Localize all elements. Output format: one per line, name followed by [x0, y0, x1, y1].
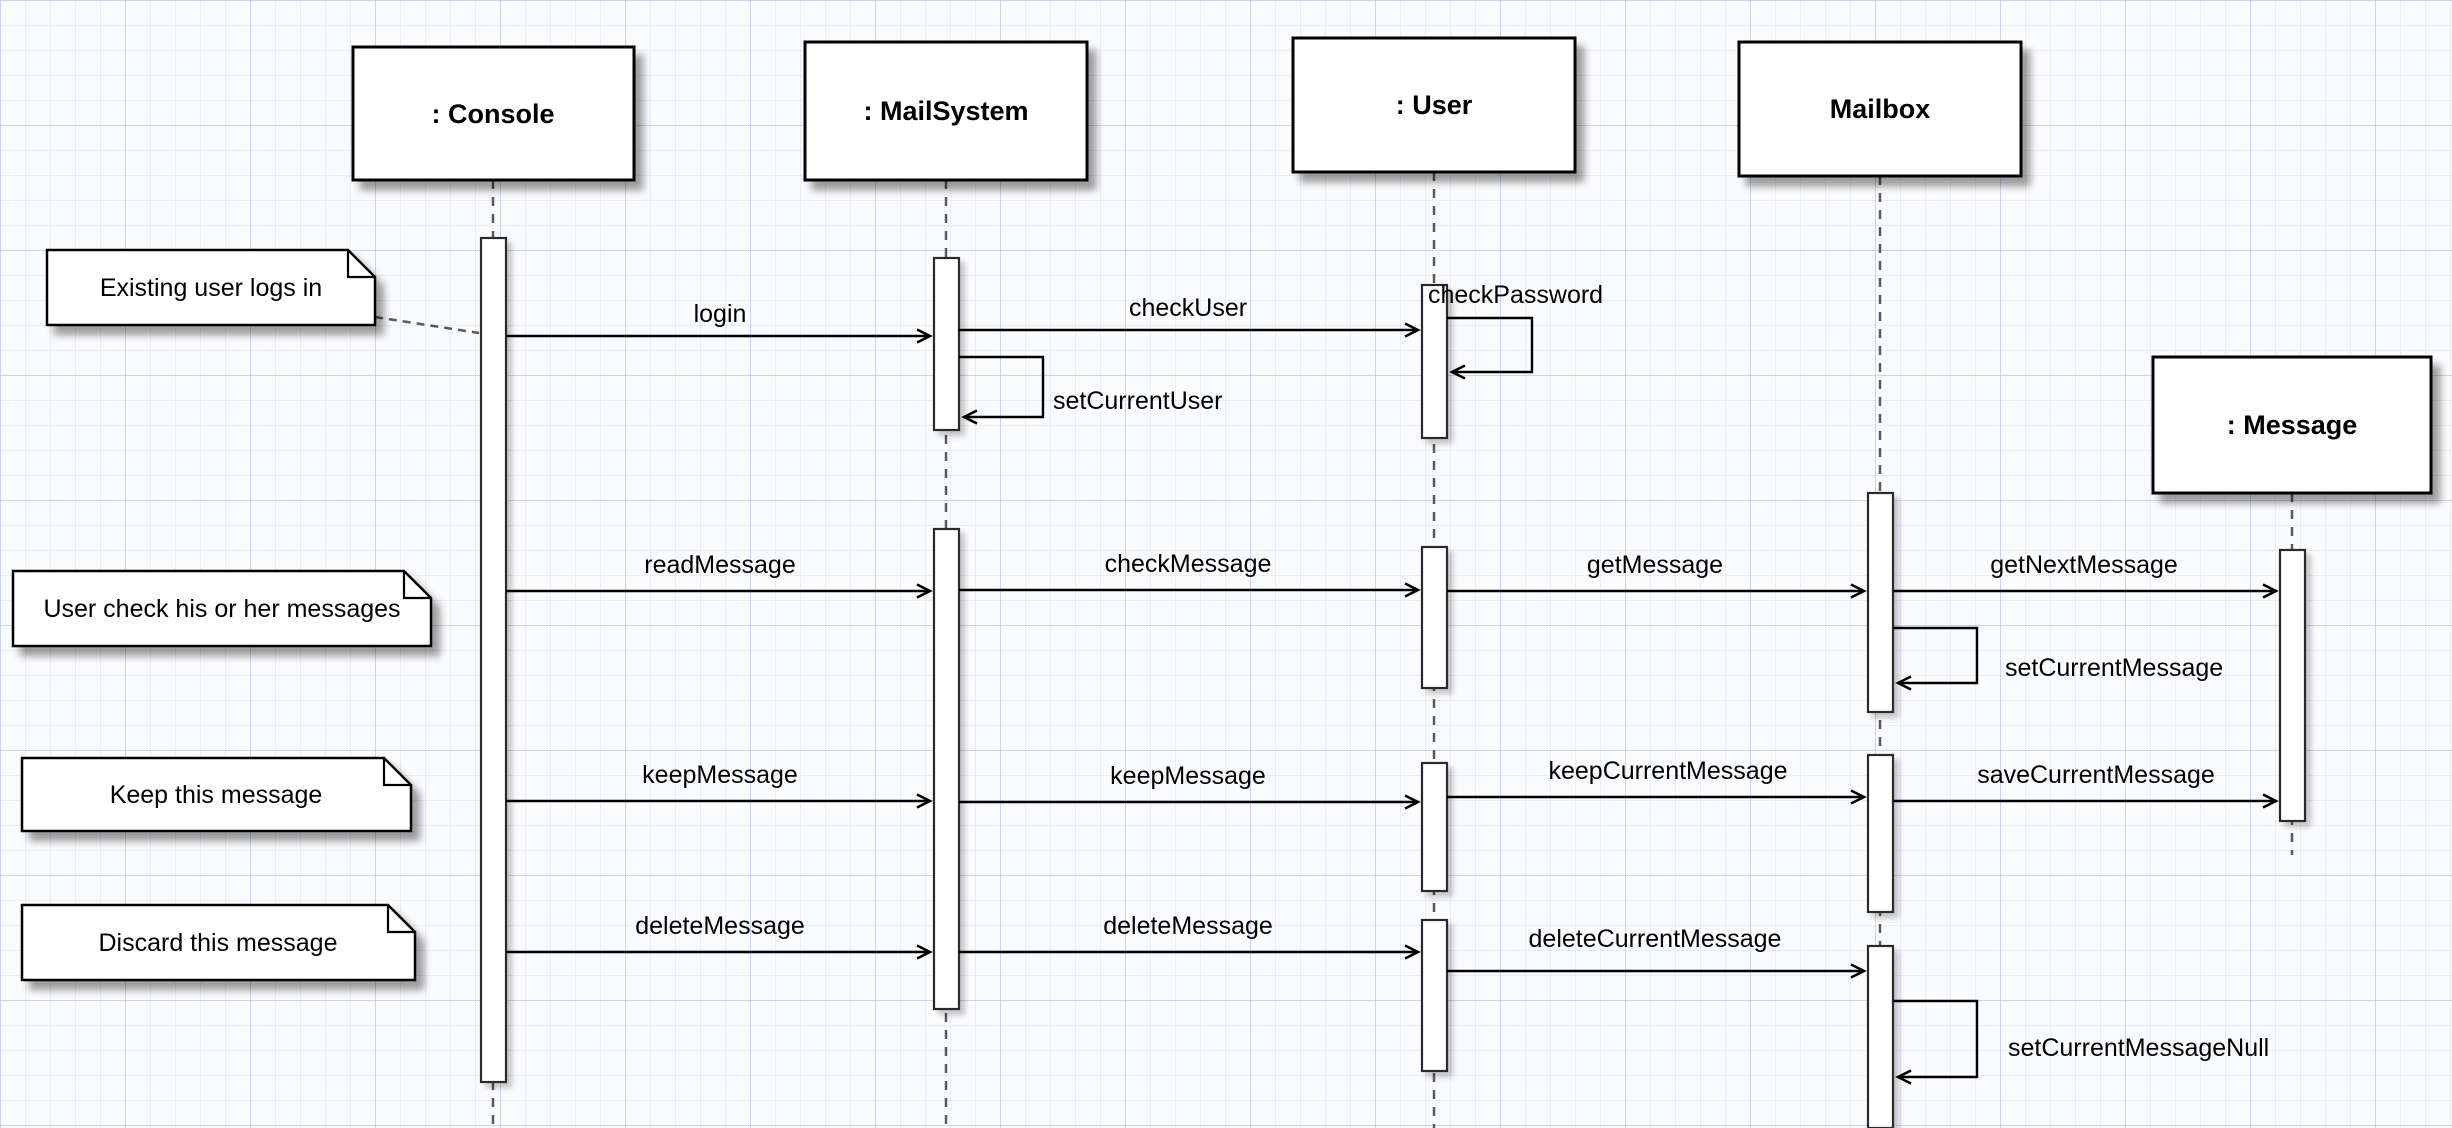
user-box-rect[interactable]: [1291, 36, 1577, 174]
message-keep-message-2-label: keepMessage: [1110, 762, 1266, 790]
note-login-text: Existing user logs in: [100, 274, 322, 302]
note-keep-fold: [382, 758, 411, 787]
message-set-current-user-label: setCurrentUser: [1053, 387, 1223, 415]
mailbox-activation-1[interactable]: [1866, 491, 1895, 714]
message-check-user-label: checkUser: [1129, 294, 1247, 322]
note-read-fold: [402, 571, 431, 600]
mailbox-box-label: Mailbox: [1830, 94, 1931, 124]
message-box-label: : Message: [2227, 410, 2358, 440]
message-check-password-loop: [1447, 316, 1534, 380]
note-login-shape[interactable]: [45, 248, 377, 327]
note-keep-shape[interactable]: [20, 756, 413, 833]
note-keep-text: Keep this message: [110, 781, 323, 809]
message-save-current-message-label: saveCurrentMessage: [1977, 761, 2215, 789]
message-check-message-label: checkMessage: [1105, 550, 1272, 578]
note-login-connector: [374, 315, 480, 335]
message-read-message[interactable]: readMessage: [506, 551, 933, 599]
note-discard-fold: [386, 905, 415, 934]
activation-bars: [479, 236, 2307, 1128]
message-read-message-label: readMessage: [644, 551, 795, 579]
mailbox-box-rect[interactable]: [1737, 40, 2023, 178]
mailsystem-activation-2[interactable]: [932, 527, 961, 1011]
note-discard-shape[interactable]: [20, 903, 417, 982]
note-login[interactable]: Existing user logs in: [45, 248, 377, 327]
user-activation-3[interactable]: [1420, 761, 1449, 893]
note-read-text: User check his or her messages: [43, 595, 400, 623]
message-set-current-message-loop: [1893, 626, 1979, 691]
message-save-current-message[interactable]: saveCurrentMessage: [1893, 761, 2279, 809]
message-set-current-message-null-loop: [1893, 999, 1979, 1085]
message-get-next-message-label: getNextMessage: [1990, 551, 2178, 579]
message-set-current-user[interactable]: setCurrentUser: [959, 355, 1223, 425]
mailbox-activation-2[interactable]: [1866, 753, 1895, 914]
message-keep-current-message-label: keepCurrentMessage: [1548, 757, 1787, 785]
note-discard[interactable]: Discard this message: [20, 903, 417, 982]
message-login[interactable]: login: [506, 300, 933, 344]
note-read[interactable]: User check his or her messages: [11, 569, 433, 648]
message-get-message[interactable]: getMessage: [1447, 551, 1867, 599]
lifeline-box-mailbox[interactable]: Mailbox: [1737, 40, 2023, 178]
message-keep-current-message[interactable]: keepCurrentMessage: [1447, 757, 1867, 805]
mailsystem-activation-1[interactable]: [932, 256, 961, 432]
note-keep[interactable]: Keep this message: [20, 756, 413, 833]
message-keep-message-1-label: keepMessage: [642, 761, 798, 789]
message-check-password-label: checkPassword: [1428, 281, 1603, 309]
message-keep-message-2[interactable]: keepMessage: [959, 762, 1421, 810]
lifeline-box-user[interactable]: : User: [1291, 36, 1577, 174]
message-delete-current-message-label: deleteCurrentMessage: [1529, 925, 1782, 953]
lifeline-box-mailsystem[interactable]: : MailSystem: [803, 40, 1089, 182]
message-set-current-message[interactable]: setCurrentMessage: [1893, 626, 2223, 691]
message-check-user[interactable]: checkUser: [958, 294, 1421, 338]
message-check-message[interactable]: checkMessage: [959, 550, 1421, 598]
console-box-rect[interactable]: [351, 45, 636, 182]
user-activation-4[interactable]: [1420, 918, 1449, 1073]
console-activation[interactable]: [479, 236, 508, 1084]
message-delete-message-2[interactable]: deleteMessage: [959, 912, 1421, 960]
message-set-current-message-null[interactable]: setCurrentMessageNull: [1893, 999, 2269, 1085]
message-set-current-message-null-label: setCurrentMessageNull: [2008, 1034, 2269, 1062]
message-delete-message-2-label: deleteMessage: [1103, 912, 1273, 940]
message-keep-message-1[interactable]: keepMessage: [506, 761, 933, 809]
message-check-password[interactable]: checkPassword: [1428, 281, 1603, 380]
message-delete-current-message[interactable]: deleteCurrentMessage: [1447, 925, 1867, 979]
lifeline-box-message[interactable]: : Message: [2151, 355, 2433, 495]
message-box-rect[interactable]: [2151, 355, 2433, 495]
note-read-shape[interactable]: [11, 569, 433, 648]
user-activation-1[interactable]: [1420, 283, 1449, 440]
console-box-label: : Console: [431, 99, 554, 129]
message-delete-message-1-label: deleteMessage: [635, 912, 805, 940]
mailsystem-box-label: : MailSystem: [863, 96, 1028, 126]
lifeline-box-console[interactable]: : Console: [351, 45, 636, 182]
lifeline-dashes: [491, 172, 2294, 1128]
message-get-message-label: getMessage: [1587, 551, 1723, 579]
note-discard-text: Discard this message: [99, 929, 338, 957]
message-login-label: login: [694, 300, 747, 328]
message-activation[interactable]: [2278, 548, 2307, 823]
user-box-label: : User: [1396, 90, 1473, 120]
message-delete-message-1[interactable]: deleteMessage: [506, 912, 933, 960]
mailsystem-box-rect[interactable]: [803, 40, 1089, 182]
message-set-current-user-loop: [959, 355, 1045, 425]
mailbox-activation-3[interactable]: [1866, 944, 1895, 1128]
note-login-fold: [346, 250, 375, 279]
message-get-next-message[interactable]: getNextMessage: [1893, 551, 2279, 599]
user-activation-2[interactable]: [1420, 545, 1449, 690]
message-set-current-message-label: setCurrentMessage: [2005, 654, 2223, 682]
